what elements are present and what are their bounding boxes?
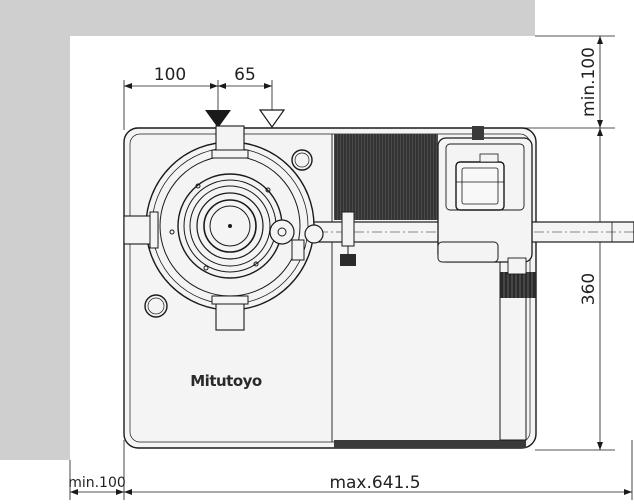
brand-logo: Mitutoyo [190,372,262,390]
dim-top-left-label: 100 [154,65,186,85]
ribbed-column-top [334,134,438,220]
dim-right-top-label: min.100 [579,47,599,117]
filled-position-marker [205,110,231,128]
dim-right-height-label: 360 [579,273,599,305]
rotary-table [123,125,315,331]
hollow-position-marker [258,109,286,129]
dimension-bottom: min.100 max.641.5 [68,440,633,500]
dimension-top: 100 65 [123,65,286,130]
dim-bottom-width-label: max.641.5 [329,473,420,493]
wall-area [0,0,535,460]
dim-top-right-label: 65 [234,65,256,85]
dimension-right: min.100 360 [520,35,615,451]
detector-window [455,161,505,211]
probe-assembly [269,211,356,266]
ribbed-column-bottom [334,440,526,448]
dim-bottom-left-label: min.100 [68,475,126,491]
adjust-knob [500,272,536,298]
